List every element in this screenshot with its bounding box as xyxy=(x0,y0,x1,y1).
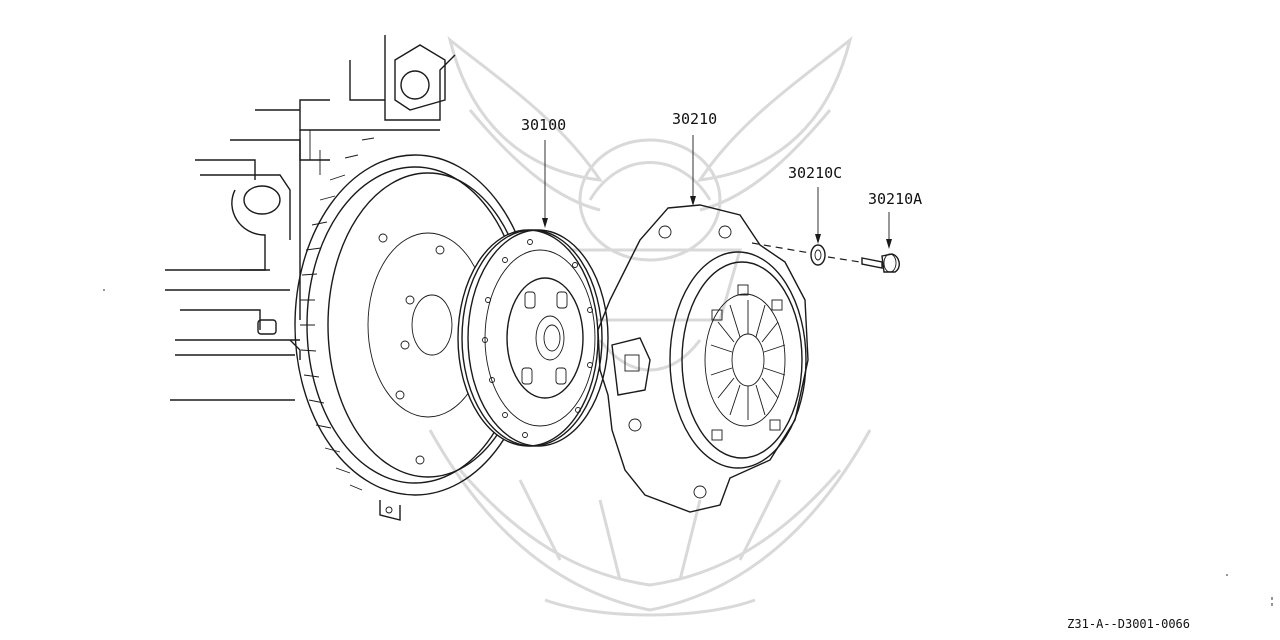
clutch-disc-drawing xyxy=(457,229,609,447)
washer-drawing xyxy=(810,244,826,266)
part-label-washer[interactable]: 30210C xyxy=(788,164,843,182)
leader-30210A xyxy=(886,212,892,249)
diagram-reference-code: Z31-A--D3001-0066 xyxy=(1067,617,1190,631)
bolt-drawing xyxy=(861,253,900,273)
part-label-bolt[interactable]: 30210A xyxy=(868,190,923,208)
leader-30210 xyxy=(690,135,696,206)
engine-block xyxy=(165,35,456,401)
part-label-clutch-disc[interactable]: 30100 xyxy=(521,116,567,134)
watermark-logo xyxy=(428,36,872,617)
part-label-pressure-plate[interactable]: 30210 xyxy=(672,110,718,128)
pressure-plate-drawing xyxy=(597,204,809,513)
leader-30100 xyxy=(542,140,548,228)
leader-30210C xyxy=(815,187,821,244)
assembly-axis xyxy=(751,242,861,263)
